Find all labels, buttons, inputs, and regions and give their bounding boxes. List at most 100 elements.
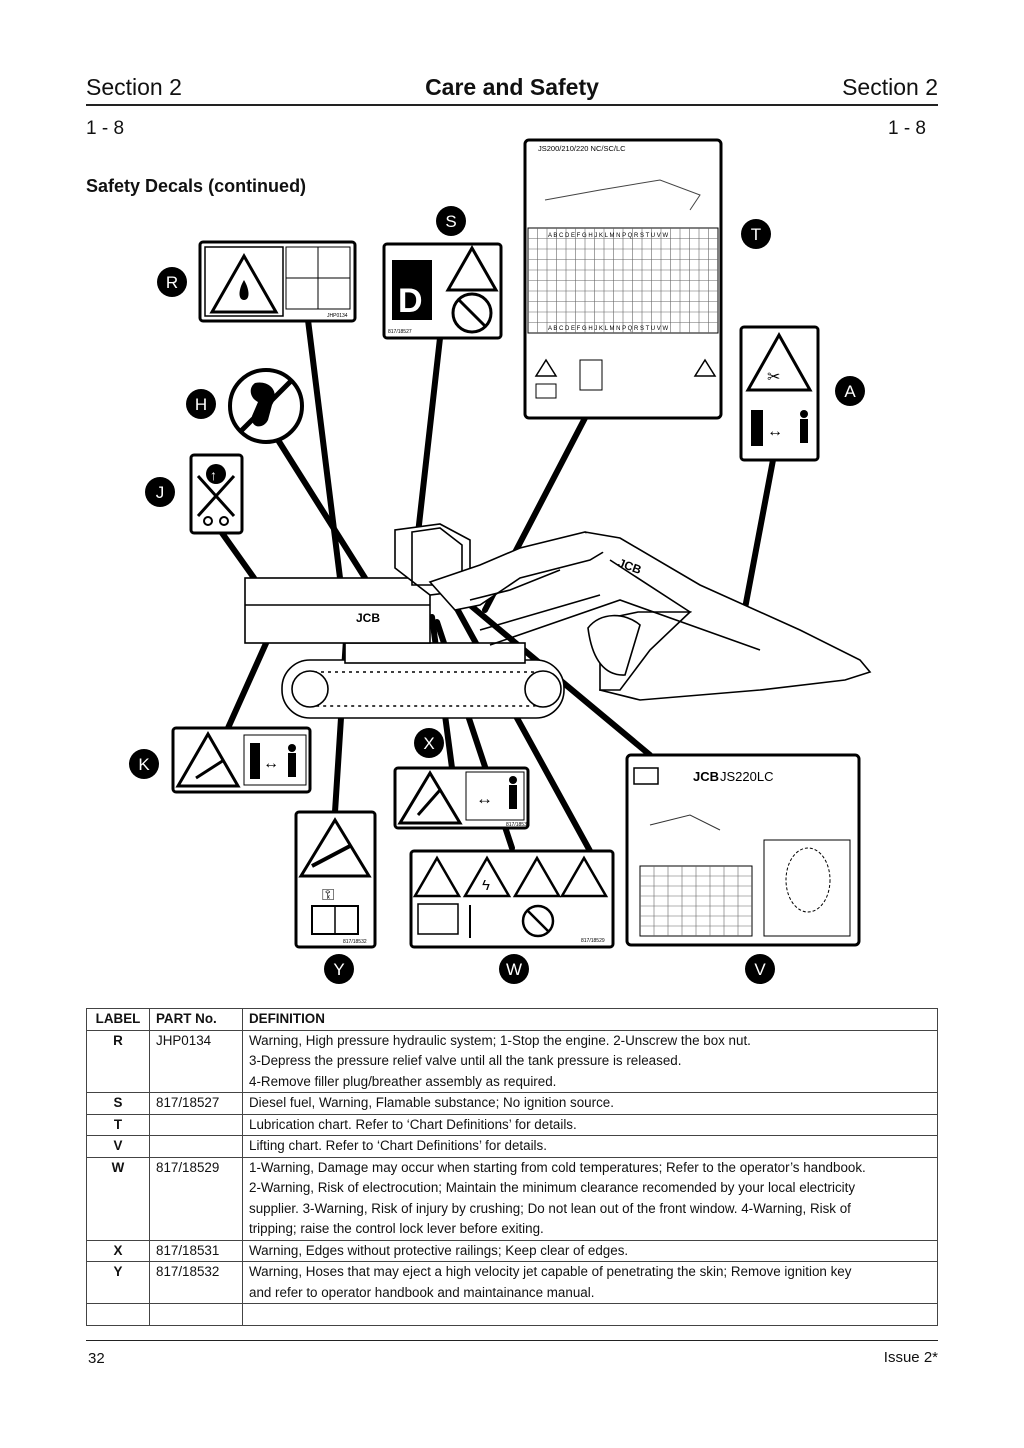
col-part: PART No. xyxy=(149,1008,243,1031)
cell-definition: 4-Remove filler plug/breather assembly a… xyxy=(242,1071,938,1093)
callout-j: J xyxy=(145,477,175,507)
callout-v: V xyxy=(745,954,775,984)
cell-label: S xyxy=(86,1092,150,1115)
table-row-empty xyxy=(86,1303,938,1326)
page-number: 32 xyxy=(88,1350,105,1367)
col-definition: DEFINITION xyxy=(242,1008,938,1031)
cell-label: T xyxy=(86,1113,150,1136)
svg-text:A: A xyxy=(844,382,856,401)
decal-y-part-number: 817/18532 xyxy=(343,939,367,945)
callout-h: H xyxy=(186,389,216,419)
svg-text:W: W xyxy=(506,960,522,979)
decal-r-part-number: JHP0134 xyxy=(327,313,348,319)
cell-label: Y xyxy=(86,1261,150,1283)
decal-y: ⚿ 817/18532 xyxy=(294,810,377,949)
header-section-left: Section 2 xyxy=(86,74,182,100)
decal-s-part-number: 817/18527 xyxy=(388,329,412,335)
svg-text:ϟ: ϟ xyxy=(482,877,490,894)
no-ignition-icon xyxy=(451,292,493,334)
person-icon xyxy=(800,419,808,443)
svg-text:✂: ✂ xyxy=(767,369,780,386)
decal-t-letters-bottom: A B C D E F G H J K L M N P Q R S T U V … xyxy=(548,326,668,332)
page-ref-right: 1 - 8 xyxy=(887,118,926,139)
cell-label xyxy=(86,1198,150,1219)
svg-text:↔: ↔ xyxy=(476,789,493,808)
table-row: 3-Depress the pressure relief valve unti… xyxy=(86,1051,938,1072)
cell-label xyxy=(86,1219,150,1241)
cell-label xyxy=(86,1051,150,1072)
callout-t: T xyxy=(741,219,771,249)
cell-definition: Warning, High pressure hydraulic system;… xyxy=(242,1029,938,1051)
cell-label xyxy=(86,1071,150,1093)
trip-warning-icon xyxy=(559,855,609,898)
cell-part xyxy=(149,1051,243,1072)
electrocution-warning-icon xyxy=(462,855,512,898)
decal-w: ϟ 817/18529 xyxy=(409,849,615,949)
table-row: and refer to operator handbook and maint… xyxy=(86,1282,938,1304)
decal-r: JHP0134 xyxy=(198,240,357,323)
svg-text:J: J xyxy=(156,483,165,502)
callout-y: Y xyxy=(324,954,354,984)
table-header-row: LABEL PART No. DEFINITION xyxy=(86,1008,938,1031)
header-rule xyxy=(86,104,938,106)
cell-empty xyxy=(86,1303,150,1326)
decal-j: ↑ xyxy=(189,453,244,535)
decal-s: D 817/18527 xyxy=(382,242,503,340)
cell-part: 817/18531 xyxy=(149,1239,243,1262)
decal-x: ↔ 817/18531 xyxy=(393,766,530,830)
fuel-pump-icon xyxy=(392,260,432,320)
cell-label: X xyxy=(86,1239,150,1262)
decal-t-letters-top: A B C D E F G H J K L M N P Q R S T U V … xyxy=(548,233,668,239)
person-icon xyxy=(509,785,517,809)
decal-x-part-number: 817/18531 xyxy=(506,822,530,828)
col-label: LABEL xyxy=(86,1008,150,1031)
header-section-right: Section 2 xyxy=(842,74,938,100)
svg-text:D: D xyxy=(398,282,423,320)
ignition-key-icon: ⚿ xyxy=(322,887,334,904)
cell-part xyxy=(149,1178,243,1199)
header-title: Care and Safety xyxy=(425,74,599,100)
callout-s: S xyxy=(436,206,466,236)
flame-warning-icon xyxy=(445,244,499,292)
cell-definition: Warning, Edges without protective railin… xyxy=(242,1239,938,1262)
cell-label: V xyxy=(86,1135,150,1158)
warning-triangle-icon xyxy=(209,252,279,314)
cell-part xyxy=(149,1282,243,1304)
cell-definition: Lifting chart. Refer to ‘Chart Definitio… xyxy=(242,1135,938,1158)
table-row: supplier. 3-Warning, Risk of injury by c… xyxy=(86,1198,938,1219)
cell-part xyxy=(149,1113,243,1136)
decal-v: JCB JS220LC xyxy=(625,753,861,947)
table-row: 4-Remove filler plug/breather assembly a… xyxy=(86,1071,938,1093)
section-subtitle: Safety Decals (continued) xyxy=(86,176,307,196)
callout-k: K xyxy=(129,749,159,779)
safety-decals-figure: JCB JCB JHP0134 D 817/18527 JS200/210/22… xyxy=(129,138,872,984)
cell-part xyxy=(149,1198,243,1219)
table-row: V Lifting chart. Refer to ‘Chart Definiti… xyxy=(86,1135,938,1158)
cell-definition: 2-Warning, Risk of electrocution; Mainta… xyxy=(242,1178,938,1199)
decal-v-logo: JCB xyxy=(693,769,719,784)
cell-definition: Warning, Hoses that may eject a high vel… xyxy=(242,1261,938,1283)
decal-v-title: JS220LC xyxy=(720,769,773,784)
callout-r: R xyxy=(157,267,187,297)
cell-definition: supplier. 3-Warning, Risk of injury by c… xyxy=(242,1198,938,1219)
cell-part xyxy=(149,1135,243,1158)
warning-triangle-icon xyxy=(412,855,462,898)
crush-warning-icon xyxy=(512,855,562,898)
cell-definition: Diesel fuel, Warning, Flamable substance… xyxy=(242,1092,938,1115)
cell-part: 817/18529 xyxy=(149,1156,243,1178)
issue-label: Issue 2* xyxy=(883,1349,938,1366)
svg-text:↔: ↔ xyxy=(263,755,279,772)
warning-triangle-icon xyxy=(397,770,463,825)
decal-t-title: JS200/210/220 NC/SC/LC xyxy=(538,144,626,153)
svg-text:↑: ↑ xyxy=(210,467,217,483)
cell-label: W xyxy=(86,1156,150,1178)
cell-label: R xyxy=(86,1029,150,1051)
svg-text:K: K xyxy=(138,755,150,774)
